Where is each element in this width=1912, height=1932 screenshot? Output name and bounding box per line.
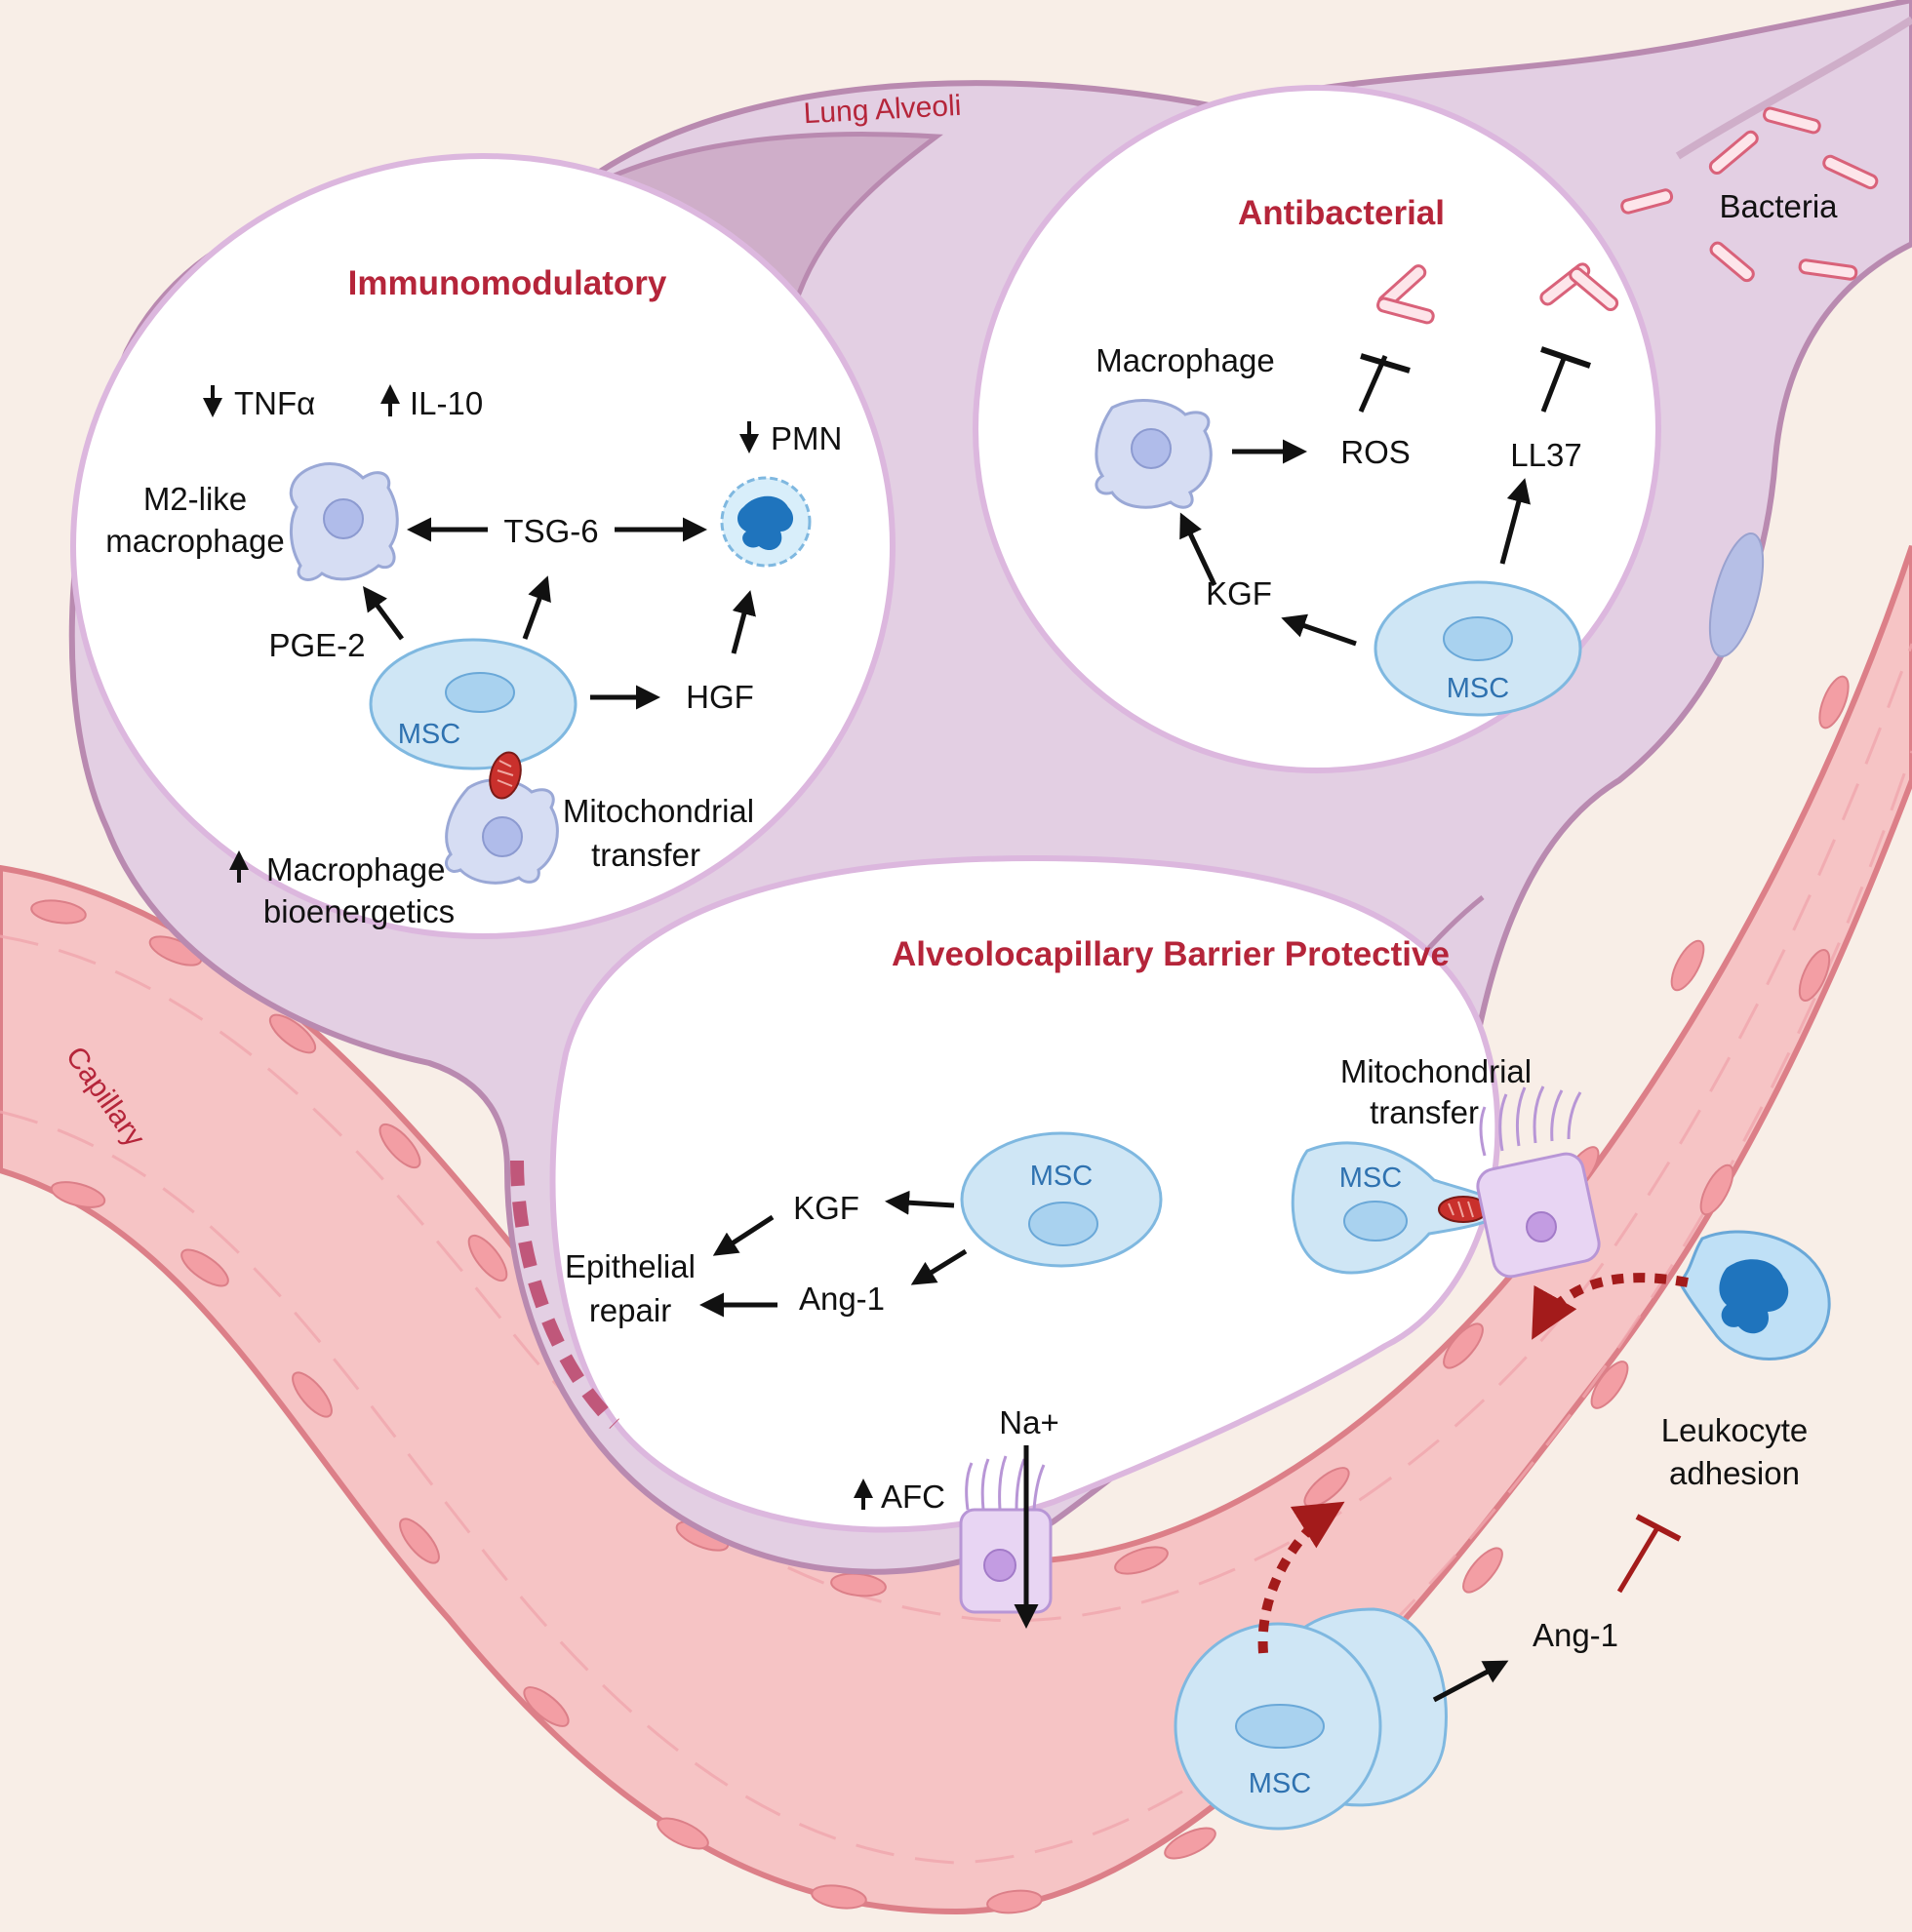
msc-label-immuno: MSC (398, 719, 460, 750)
arrow-kgf-to-repair (712, 1214, 775, 1256)
kgf-label-antibacterial: KGF (1206, 575, 1272, 611)
inhibit-ros-line (1358, 354, 1388, 414)
epithelial-cell-mito (1476, 1085, 1601, 1279)
migrating-neutrophil-cell (1678, 1230, 1831, 1360)
arrow-msc-to-ang1-capillary (1432, 1660, 1509, 1703)
inhibit-adhesion-bar (1635, 1514, 1682, 1542)
inhibit-ll37-bar (1540, 346, 1591, 369)
il10-label: IL-10 (410, 385, 483, 421)
msc-migration-arrow (1257, 1501, 1345, 1654)
mito-transfer-barrier-line2: transfer (1370, 1094, 1479, 1130)
m2-label-line2: macrophage (105, 523, 284, 559)
arrow-msc-to-ang1-barrier (910, 1248, 968, 1285)
macrophage-label: Macrophage (1095, 342, 1274, 378)
pmn-neutrophil-cell (720, 476, 812, 568)
na-label: Na+ (999, 1404, 1058, 1440)
mito-transfer-barrier-line1: Mitochondrial (1340, 1053, 1532, 1089)
epithelial-repair-line2: repair (589, 1292, 671, 1328)
arrow-pge2 (363, 585, 405, 641)
immunomodulatory-alveolus (70, 153, 896, 939)
tnf-label: TNFα (234, 385, 315, 421)
hgf-label: HGF (686, 679, 754, 715)
mitochondrion-icon (489, 751, 522, 800)
macrophage-bioenergetics-line1: Macrophage (266, 851, 445, 887)
msc-cell-mito-transfer (1291, 1141, 1510, 1275)
arrow-msc-to-tsg6 (522, 575, 551, 640)
ang1-label-capillary: Ang-1 (1533, 1617, 1618, 1653)
arrow-hgf-to-pmn (731, 590, 756, 654)
macrophage-bioenergetics-line2: bioenergetics (263, 893, 455, 929)
pmn-label: PMN (771, 420, 842, 456)
mito-transfer-label-line1: Mitochondrial (563, 793, 754, 829)
arrow-msc-to-kgf-barrier (885, 1190, 955, 1215)
msc-label-barrier: MSC (1030, 1161, 1093, 1192)
inhibit-ll37-line (1540, 355, 1568, 413)
inhibit-adhesion-line (1616, 1524, 1661, 1594)
mito-transfer-label-line2: transfer (591, 837, 700, 873)
msc-label-capillary: MSC (1249, 1768, 1311, 1799)
m2-macrophage-cell (289, 462, 399, 581)
msc-label-antibacterial: MSC (1447, 673, 1509, 704)
msc-cell-antibacterial (1374, 580, 1582, 717)
ros-label: ROS (1340, 434, 1411, 470)
bacteria-label: Bacteria (1719, 188, 1838, 224)
arrow-msc-to-kgf (1281, 613, 1357, 647)
msc-cell-barrier (960, 1131, 1163, 1268)
macrophage-cell-mito (445, 778, 559, 885)
msc-cell-immuno (369, 638, 578, 770)
leukocyte-adhesion-line2: adhesion (1669, 1455, 1800, 1491)
damaged-barrier (510, 1160, 619, 1429)
tsg6-label: TSG-6 (503, 513, 598, 549)
inhibit-ros-bar (1360, 353, 1411, 374)
arrow-msc-to-ll37 (1499, 478, 1531, 565)
m2-label-line1: M2-like (143, 481, 247, 517)
macrophage-cell-antibacterial (1095, 399, 1213, 509)
leukocyte-adhesion-line1: Leukocyte (1661, 1412, 1808, 1448)
msc-nucleus-capillary (1235, 1704, 1325, 1749)
ang1-label-barrier: Ang-1 (799, 1281, 885, 1317)
neutrophil-migration-arrow (1532, 1273, 1689, 1340)
immunomodulatory-title: Immunomodulatory (348, 264, 667, 302)
arrow-kgf-to-macrophage (1179, 512, 1217, 587)
antibacterial-title: Antibacterial (1238, 194, 1445, 232)
bacteria-icons (1376, 106, 1879, 325)
pge2-label: PGE-2 (268, 627, 365, 663)
msc-label-mito: MSC (1339, 1163, 1402, 1194)
kgf-label-barrier: KGF (793, 1190, 859, 1226)
epithelial-repair-line1: Epithelial (565, 1248, 696, 1284)
ll37-label: LL37 (1510, 437, 1581, 473)
barrier-title: Alveolocapillary Barrier Protective (892, 935, 1450, 973)
afc-label: AFC (881, 1479, 945, 1515)
